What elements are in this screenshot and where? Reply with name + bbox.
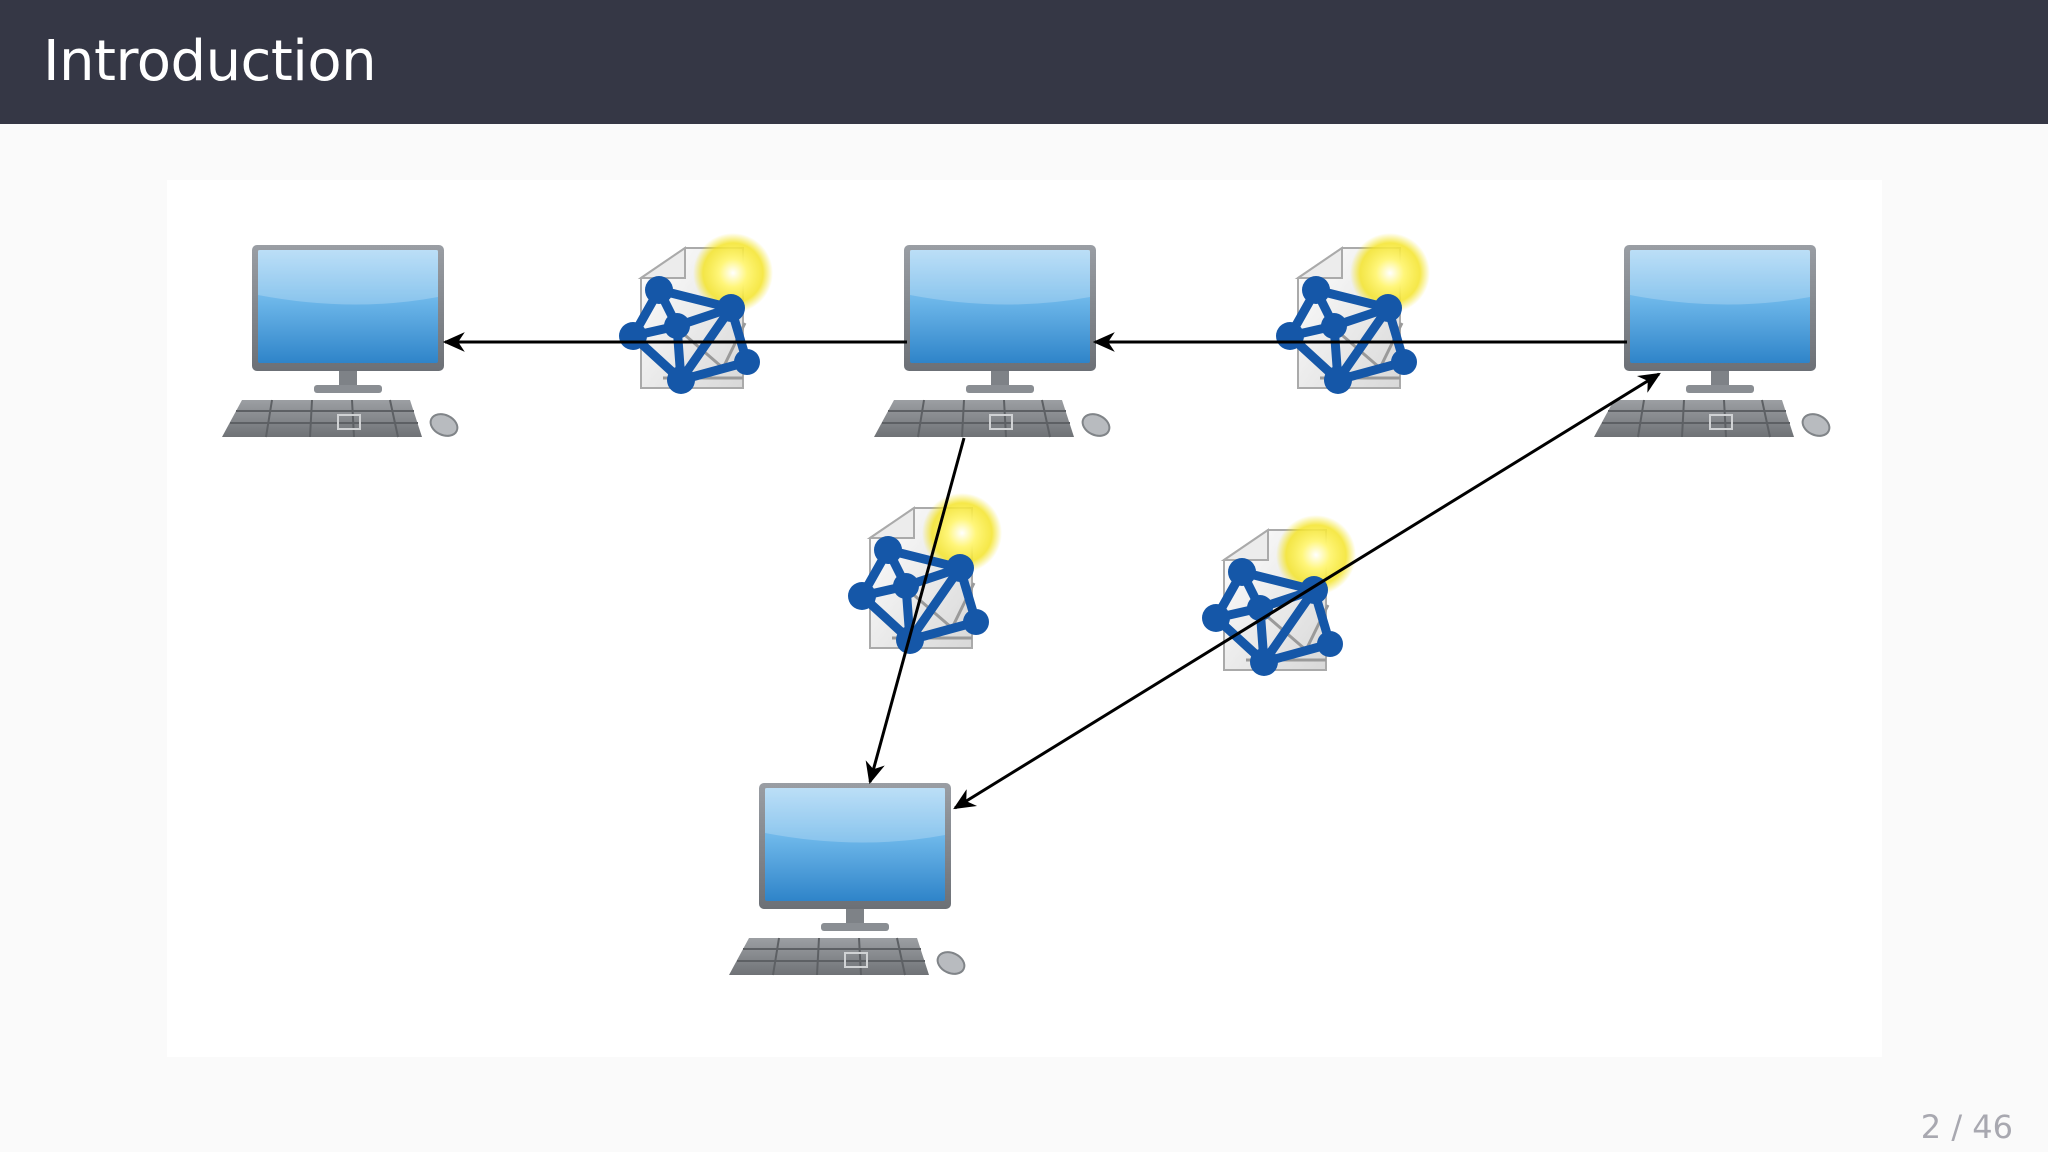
network-message-2-icon (1276, 233, 1430, 394)
network-message-3-icon (848, 493, 1002, 654)
network-diagram (221, 180, 1834, 979)
network-message-1-icon (619, 233, 773, 394)
network-message-4-icon (1202, 515, 1356, 676)
computer-3-icon (1593, 244, 1834, 441)
page-number: 2 / 46 (1920, 1108, 2013, 1146)
computer-2-icon (873, 244, 1114, 441)
slide-header: Introduction (0, 0, 2048, 124)
arrow-computer-4-computer-3-bidirectional (953, 372, 1661, 810)
diagram-canvas (167, 180, 1882, 1057)
arrow-computer-2-to-computer-4 (865, 437, 966, 785)
computer-4-icon (728, 782, 969, 979)
slide-title: Introduction (43, 29, 377, 94)
computer-1-icon (221, 244, 462, 441)
